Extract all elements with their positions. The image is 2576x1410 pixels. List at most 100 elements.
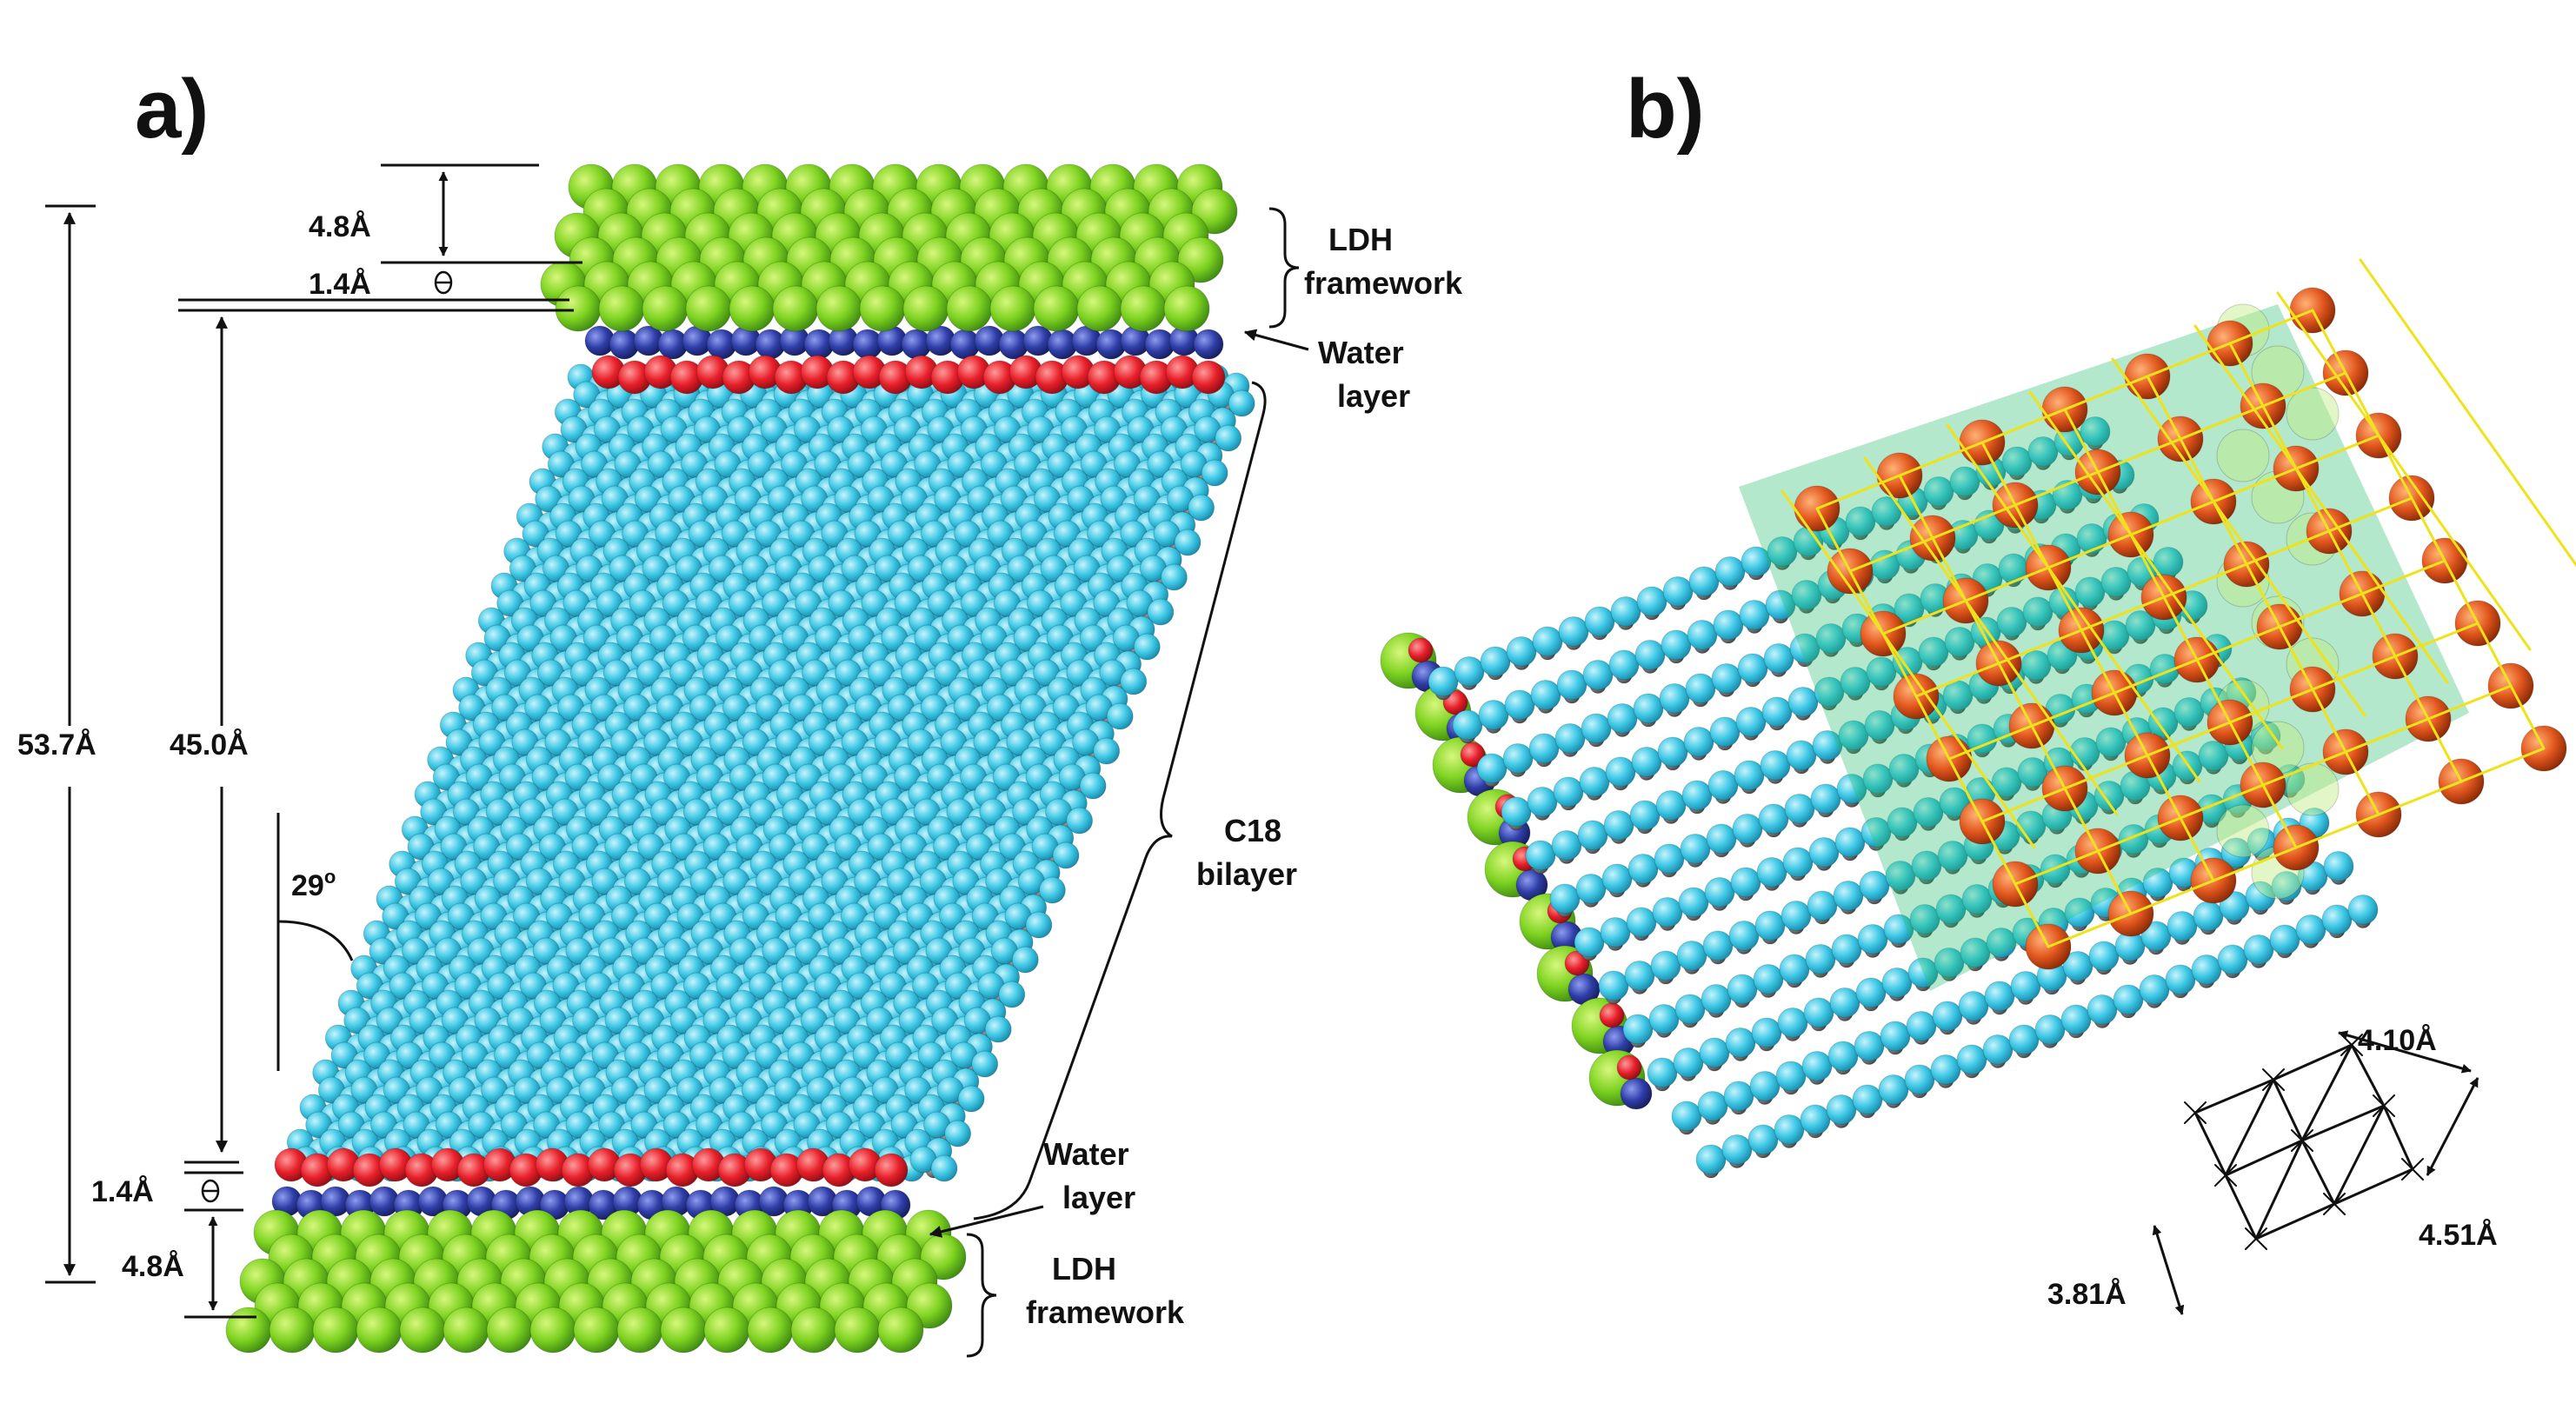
chain-atom xyxy=(1575,874,1607,904)
chain-atom xyxy=(1478,700,1509,730)
chain-atom xyxy=(2165,964,2196,995)
chain-atom xyxy=(1763,643,1794,674)
lattice-diagram: 4.10Å 4.51Å 3.81Å xyxy=(2047,1024,2498,1315)
framework-atom xyxy=(616,1307,663,1353)
chain-atom xyxy=(1624,961,1655,991)
chain-atom xyxy=(1647,1057,1678,1088)
framework-atom xyxy=(772,285,819,332)
chain-atom xyxy=(1215,424,1242,452)
chain-atom xyxy=(1728,921,1760,951)
ghost-atom xyxy=(2216,429,2270,482)
framework-atom xyxy=(1163,285,1210,332)
water-atom xyxy=(1616,1054,1642,1081)
chain-atom xyxy=(1678,887,1709,918)
chain-atom xyxy=(1622,1014,1654,1045)
framework-atom xyxy=(1076,285,1123,332)
chain-atom xyxy=(1826,1094,1857,1125)
chain-atom xyxy=(1633,693,1664,724)
top-water-label-line2: layer xyxy=(1337,378,1410,414)
chain-atom xyxy=(1201,459,1228,487)
chain-atom xyxy=(1671,1101,1702,1132)
top-water-label-line1: Water xyxy=(1318,335,1404,370)
chain-atom xyxy=(1502,743,1534,774)
framework-atom xyxy=(877,1307,924,1353)
chain-atom xyxy=(1774,1114,1805,1145)
chain-atom xyxy=(1652,897,1683,928)
chain-atom xyxy=(1228,389,1255,417)
chain-atom xyxy=(1801,1051,1833,1081)
lattice-edge xyxy=(2224,1078,2275,1177)
chain-atom xyxy=(1711,663,1742,694)
chain-atom xyxy=(1880,1021,1911,1052)
chain-atom xyxy=(1160,563,1188,591)
chain-atom xyxy=(1829,988,1860,1018)
lattice-edge xyxy=(2300,1043,2353,1142)
chain-atom xyxy=(1554,723,1586,754)
framework-atom xyxy=(642,285,689,332)
chain-atom xyxy=(1781,901,1812,931)
chain-atom xyxy=(1577,820,1608,851)
ghost-atom xyxy=(2286,387,2340,441)
chain-atom xyxy=(1530,680,1561,710)
tilt-angle-label: 29o xyxy=(291,866,336,902)
lattice-edge xyxy=(2193,1078,2275,1114)
chain-atom xyxy=(2088,941,2120,972)
chain-atom xyxy=(1805,944,1836,974)
chain-atom xyxy=(1681,780,1713,811)
lattice-edge xyxy=(2300,1139,2336,1206)
lattice-edge xyxy=(2272,1043,2353,1081)
chain-atom xyxy=(1852,1084,1883,1115)
chain-atom xyxy=(1673,1048,1704,1078)
chain-atom xyxy=(1601,863,1633,895)
chain-atom xyxy=(1428,666,1459,697)
water-atom xyxy=(1408,637,1434,663)
chain-atom xyxy=(1747,1124,1779,1155)
bottom-ldh-framework-atoms xyxy=(225,1209,967,1353)
water-atom xyxy=(1191,360,1226,395)
chain-atom xyxy=(1674,994,1706,1025)
lattice-edge xyxy=(2333,1104,2386,1206)
bilayer-spacing-label: 45.0Å xyxy=(170,728,249,762)
chain-atom xyxy=(1721,1134,1753,1165)
chain-atom xyxy=(1737,653,1768,684)
chain-atom xyxy=(1881,968,1913,998)
chain-atom xyxy=(1803,997,1834,1028)
chain-atom xyxy=(1600,917,1631,948)
chain-atom xyxy=(1761,696,1793,728)
framework-atom xyxy=(399,1307,446,1353)
chain-atom xyxy=(1454,656,1485,687)
chain-atom xyxy=(1758,803,1789,835)
chain-atom xyxy=(1579,767,1610,797)
chain-atom xyxy=(1648,1004,1680,1034)
lattice-edge xyxy=(2224,1139,2304,1177)
chain-atom xyxy=(1760,750,1791,781)
chain-atom xyxy=(1685,673,1716,704)
chain-atom xyxy=(1506,636,1537,667)
chain-atom xyxy=(1930,1054,1961,1085)
chain-atom xyxy=(1680,834,1711,864)
chain-atom xyxy=(1636,586,1667,617)
chain-atom xyxy=(1598,970,1629,1001)
bottom-framework-thickness-label: 4.8Å xyxy=(122,1250,184,1283)
chain-atom xyxy=(1714,556,1746,587)
chain-atom xyxy=(1634,640,1666,670)
ghost-atom xyxy=(2216,804,2270,858)
chain-atom xyxy=(1984,981,2015,1012)
chain-atom xyxy=(1480,646,1511,677)
chain-atom xyxy=(2010,971,2041,1001)
chain-atom xyxy=(2139,974,2170,1005)
chain-atom xyxy=(1661,629,1692,661)
framework-atom xyxy=(703,1307,750,1353)
framework-atom xyxy=(1033,285,1080,332)
chain-atom xyxy=(1662,576,1694,607)
framework-atom xyxy=(660,1307,707,1353)
chain-atom xyxy=(1854,1031,1885,1061)
chain-atom xyxy=(930,1154,958,1182)
chain-atom xyxy=(1699,1037,1730,1068)
top-water-thickness-label: 1.4Å xyxy=(309,268,371,301)
bottom-water-layer-atoms xyxy=(271,1147,911,1220)
framework-atom xyxy=(902,285,949,332)
chain-atom xyxy=(2191,954,2222,985)
chain-atom xyxy=(2295,915,2326,945)
